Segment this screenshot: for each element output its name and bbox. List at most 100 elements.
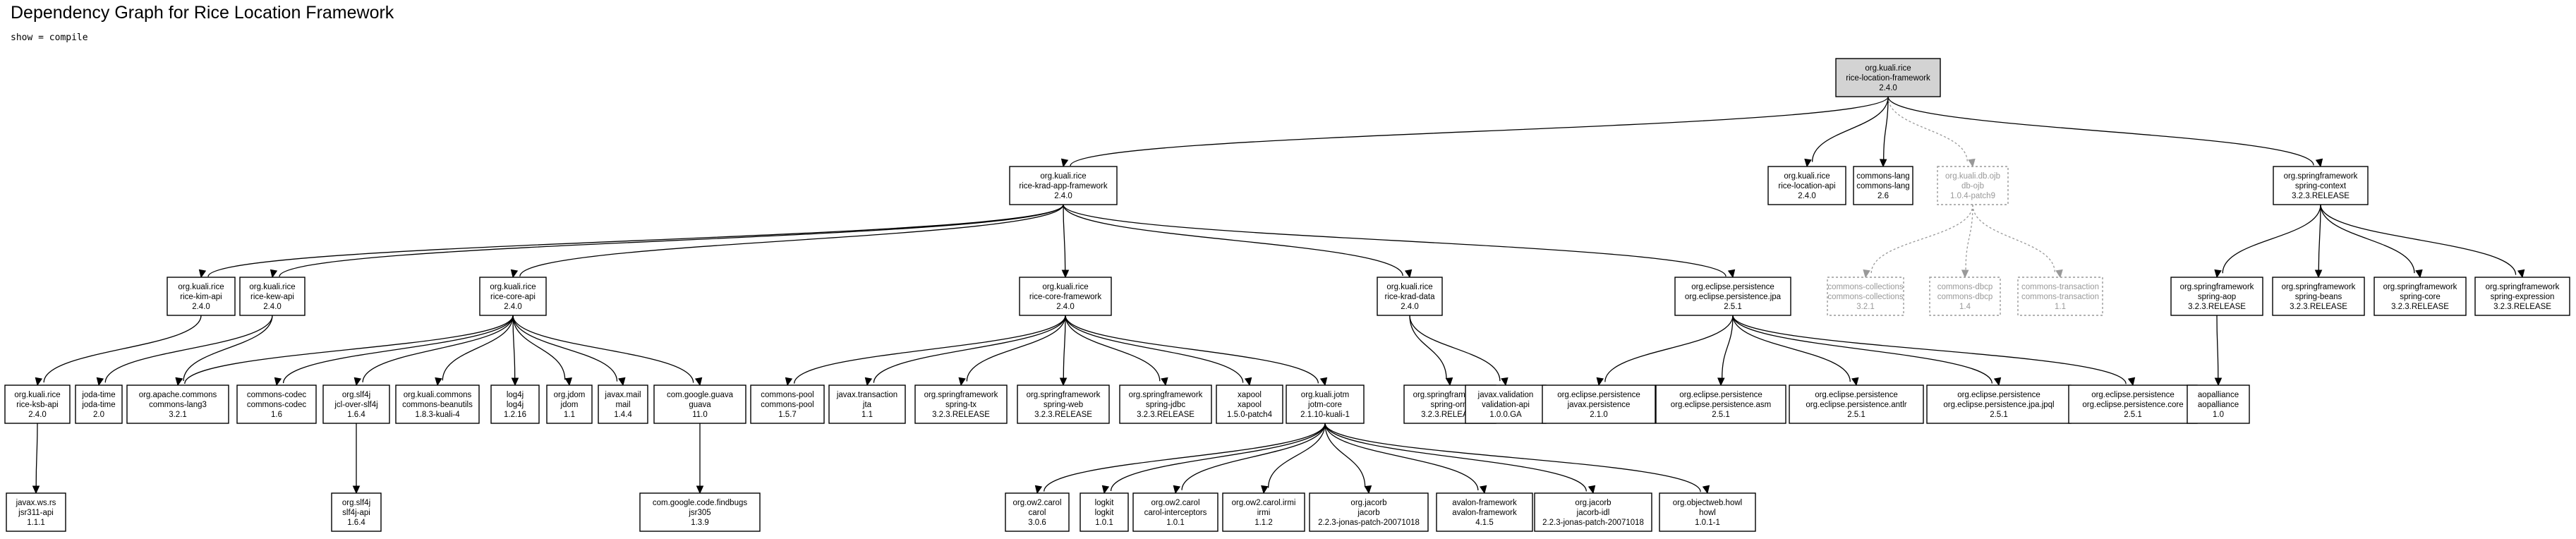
- edge-line: [1063, 315, 1066, 379]
- node-box: [1465, 384, 1547, 424]
- node-label-line: commons-dbcp: [1937, 293, 1993, 301]
- node-asm[interactable]: org.eclipse.persistenceorg.eclipse.persi…: [1655, 384, 1786, 424]
- node-jpersist[interactable]: org.eclipse.persistencejavax.persistence…: [1542, 384, 1656, 424]
- node-label-line: commons-pool: [761, 391, 814, 399]
- node-label-line: javax.ws.rs: [16, 499, 56, 507]
- edge-line: [1965, 204, 1973, 271]
- edge-arrowhead: [2315, 158, 2323, 168]
- node-box: [490, 384, 540, 424]
- node-jpql[interactable]: org.eclipse.persistenceorg.eclipse.persi…: [1926, 384, 2072, 424]
- edge-line: [1604, 315, 1734, 382]
- node-pcore[interactable]: org.eclipse.persistenceorg.eclipse.persi…: [2068, 384, 2198, 424]
- edge-sctx-to-saop: [2214, 204, 2321, 279]
- edge-arrowhead: [694, 377, 703, 387]
- node-ctrans[interactable]: commons-transactioncommons-transaction1.…: [2017, 277, 2103, 316]
- edge-line: [512, 315, 566, 380]
- node-label-line: 2.4.0: [1879, 84, 1897, 92]
- node-box: [2017, 277, 2103, 316]
- node-saop[interactable]: org.springframeworkspring-aop3.2.3.RELEA…: [2170, 277, 2263, 316]
- node-ccoll[interactable]: commons-collectionscommons-collections3.…: [1827, 277, 1904, 316]
- node-label-line: 2.5.1: [1847, 411, 1866, 419]
- node-label-line: org.eclipse.persistence: [1957, 391, 2040, 399]
- edge-jotm-to-carolint: [1173, 423, 1326, 495]
- node-score[interactable]: org.springframeworkspring-core3.2.3.RELE…: [2374, 277, 2467, 316]
- nodes-layer: org.kuali.ricerice-location-framework2.4…: [4, 58, 2570, 532]
- node-label-line: carol-interceptors: [1144, 509, 1207, 517]
- edge-line: [1722, 315, 1734, 379]
- node-antlr[interactable]: org.eclipse.persistenceorg.eclipse.persi…: [1789, 384, 1924, 424]
- node-krad[interactable]: org.kuali.ricerice-krad-app-framework2.4…: [1009, 166, 1118, 205]
- node-jacorbidl[interactable]: org.jacorbjacorb-idl2.2.3-jonas-patch-20…: [1534, 492, 1652, 532]
- node-box: [1542, 384, 1656, 424]
- edge-arrowhead: [352, 485, 361, 495]
- edge-line: [1887, 96, 2314, 166]
- node-sweb[interactable]: org.springframeworkspring-web3.2.3.RELEA…: [1017, 384, 1110, 424]
- node-sjdbc[interactable]: org.springframeworkspring-jdbc3.2.3.RELE…: [1119, 384, 1212, 424]
- edge-jpa-to-jpql: [1732, 315, 2002, 387]
- edge-jotm-to-howl: [1324, 423, 1710, 495]
- node-cbean[interactable]: org.kuali.commonscommons-beanutils1.8.3-…: [395, 384, 480, 424]
- edge-jpa-to-asm: [1717, 315, 1734, 387]
- edge-ojb-to-cdbcp: [1961, 204, 1973, 279]
- node-sexpr[interactable]: org.springframeworkspring-expression3.2.…: [2474, 277, 2570, 316]
- node-box: [1080, 492, 1129, 532]
- node-sbeans[interactable]: org.springframeworkspring-beans3.2.3.REL…: [2272, 277, 2365, 316]
- node-label-line: org.ow2.carol: [1012, 499, 1061, 507]
- node-sctx[interactable]: org.springframeworkspring-context3.2.3.R…: [2273, 166, 2369, 205]
- node-jpa[interactable]: org.eclipse.persistenceorg.eclipse.persi…: [1674, 277, 1791, 316]
- edge-line: [1063, 204, 1403, 277]
- node-box: [1853, 166, 1913, 205]
- edge-line: [1063, 204, 1066, 271]
- node-jacorb[interactable]: org.jacorbjacorb2.2.3-jonas-patch-200710…: [1309, 492, 1429, 532]
- node-stx[interactable]: org.springframeworkspring-tx3.2.3.RELEAS…: [914, 384, 1008, 424]
- edge-arrowhead: [1161, 377, 1168, 387]
- edge-arrowhead: [1863, 269, 1870, 279]
- edge-line: [1732, 315, 1993, 384]
- graph-subtitle: show = compile: [11, 32, 88, 43]
- node-box: [1767, 166, 1846, 205]
- edge-arrowhead: [1804, 158, 1812, 168]
- node-label-line: org.kuali.commons: [404, 391, 472, 399]
- node-root[interactable]: org.kuali.ricerice-location-framework2.4…: [1835, 58, 1941, 97]
- edge-line: [1065, 315, 1161, 382]
- edge-corefw-to-jotm: [1065, 315, 1328, 387]
- edge-arrowhead: [958, 377, 966, 387]
- edge-line: [1267, 423, 1326, 488]
- node-label-line: guava: [689, 401, 711, 409]
- edge-arrowhead: [618, 377, 626, 387]
- node-label-line: org.springframework: [2180, 283, 2254, 291]
